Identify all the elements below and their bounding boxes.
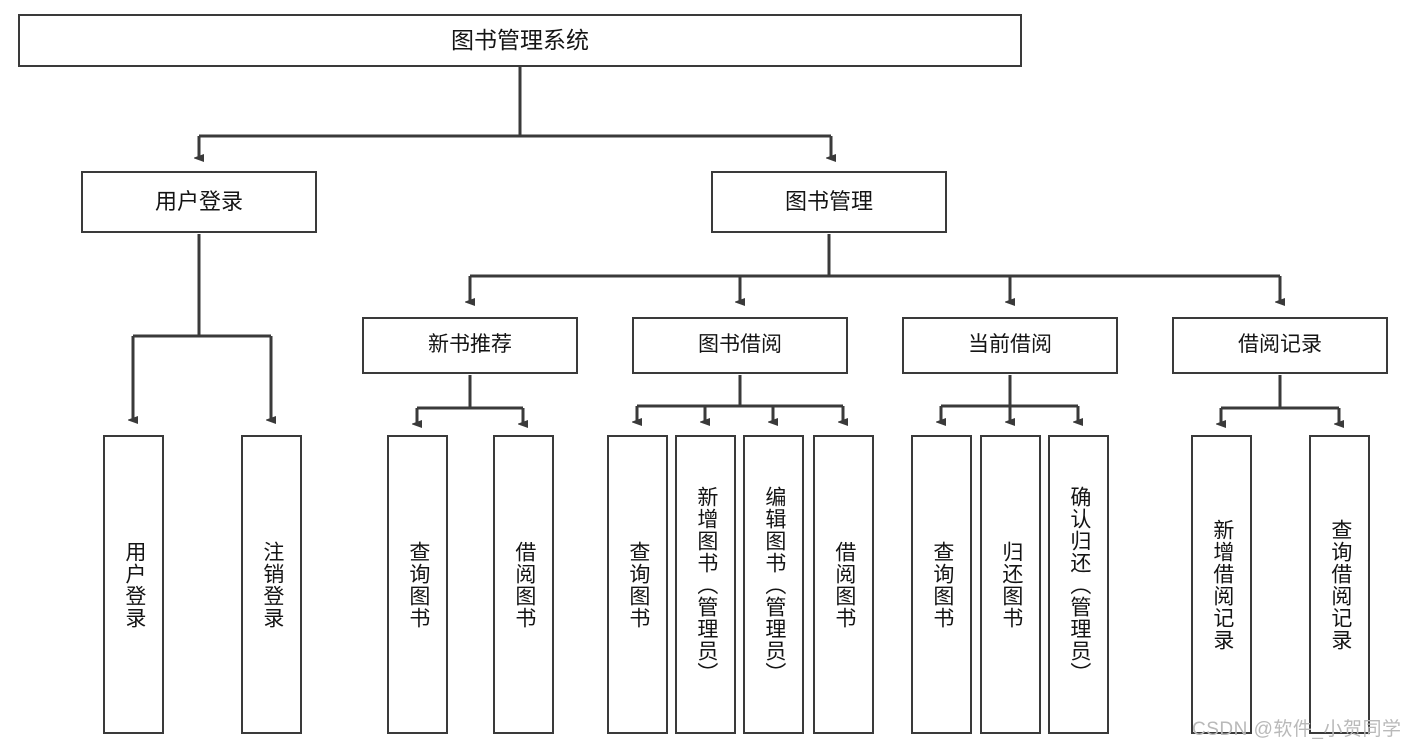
node-leaf-return-book[interactable]: 归还图书 (980, 435, 1041, 734)
node-borrow-record-label: 借阅记录 (1238, 333, 1322, 357)
node-leaf-add-book[interactable]: 新增图书（管理员） (675, 435, 736, 734)
node-leaf-return-book-label: 归还图书 (999, 540, 1023, 629)
node-leaf-edit-book-label: 编辑图书（管理员） (762, 485, 786, 684)
node-borrow-record[interactable]: 借阅记录 (1172, 317, 1388, 374)
node-new-book-recommend-label: 新书推荐 (428, 333, 512, 357)
node-leaf-user-login[interactable]: 用户登录 (103, 435, 164, 734)
node-leaf-logout-label: 注销登录 (260, 540, 284, 629)
node-book-management-label: 图书管理 (784, 189, 873, 215)
node-leaf-borrow-book-1[interactable]: 借阅图书 (493, 435, 554, 734)
node-leaf-add-record-label: 新增借阅记录 (1210, 518, 1234, 651)
node-book-management[interactable]: 图书管理 (711, 171, 947, 233)
node-leaf-query-book-2-label: 查询图书 (626, 540, 650, 629)
node-leaf-borrow-book-2-label: 借阅图书 (832, 540, 856, 629)
node-leaf-borrow-book-2[interactable]: 借阅图书 (813, 435, 874, 734)
node-leaf-query-book-2[interactable]: 查询图书 (607, 435, 668, 734)
node-current-borrow-label: 当前借阅 (968, 333, 1052, 357)
node-leaf-query-book-1-label: 查询图书 (406, 540, 430, 629)
node-leaf-confirm-return-label: 确认归还（管理员） (1067, 485, 1091, 684)
node-leaf-confirm-return[interactable]: 确认归还（管理员） (1048, 435, 1109, 734)
node-user-login[interactable]: 用户登录 (81, 171, 317, 233)
node-leaf-query-book-1[interactable]: 查询图书 (387, 435, 448, 734)
node-root[interactable]: 图书管理系统 (18, 14, 1022, 67)
node-book-borrow[interactable]: 图书借阅 (632, 317, 848, 374)
node-current-borrow[interactable]: 当前借阅 (902, 317, 1118, 374)
node-leaf-edit-book[interactable]: 编辑图书（管理员） (743, 435, 804, 734)
node-leaf-query-record-label: 查询借阅记录 (1328, 518, 1352, 651)
node-root-label: 图书管理系统 (451, 26, 589, 53)
node-leaf-borrow-book-1-label: 借阅图书 (512, 540, 536, 629)
node-leaf-add-book-label: 新增图书（管理员） (694, 485, 718, 684)
node-user-login-label: 用户登录 (154, 189, 243, 215)
node-leaf-query-record[interactable]: 查询借阅记录 (1309, 435, 1370, 734)
csdn-watermark: CSDN @软件_小贺同学 (1192, 719, 1402, 740)
node-new-book-recommend[interactable]: 新书推荐 (362, 317, 578, 374)
node-leaf-query-book-3-label: 查询图书 (930, 540, 954, 629)
node-book-borrow-label: 图书借阅 (698, 333, 782, 357)
node-leaf-query-book-3[interactable]: 查询图书 (911, 435, 972, 734)
node-leaf-user-login-label: 用户登录 (122, 540, 146, 629)
node-leaf-add-record[interactable]: 新增借阅记录 (1191, 435, 1252, 734)
node-leaf-logout[interactable]: 注销登录 (241, 435, 302, 734)
